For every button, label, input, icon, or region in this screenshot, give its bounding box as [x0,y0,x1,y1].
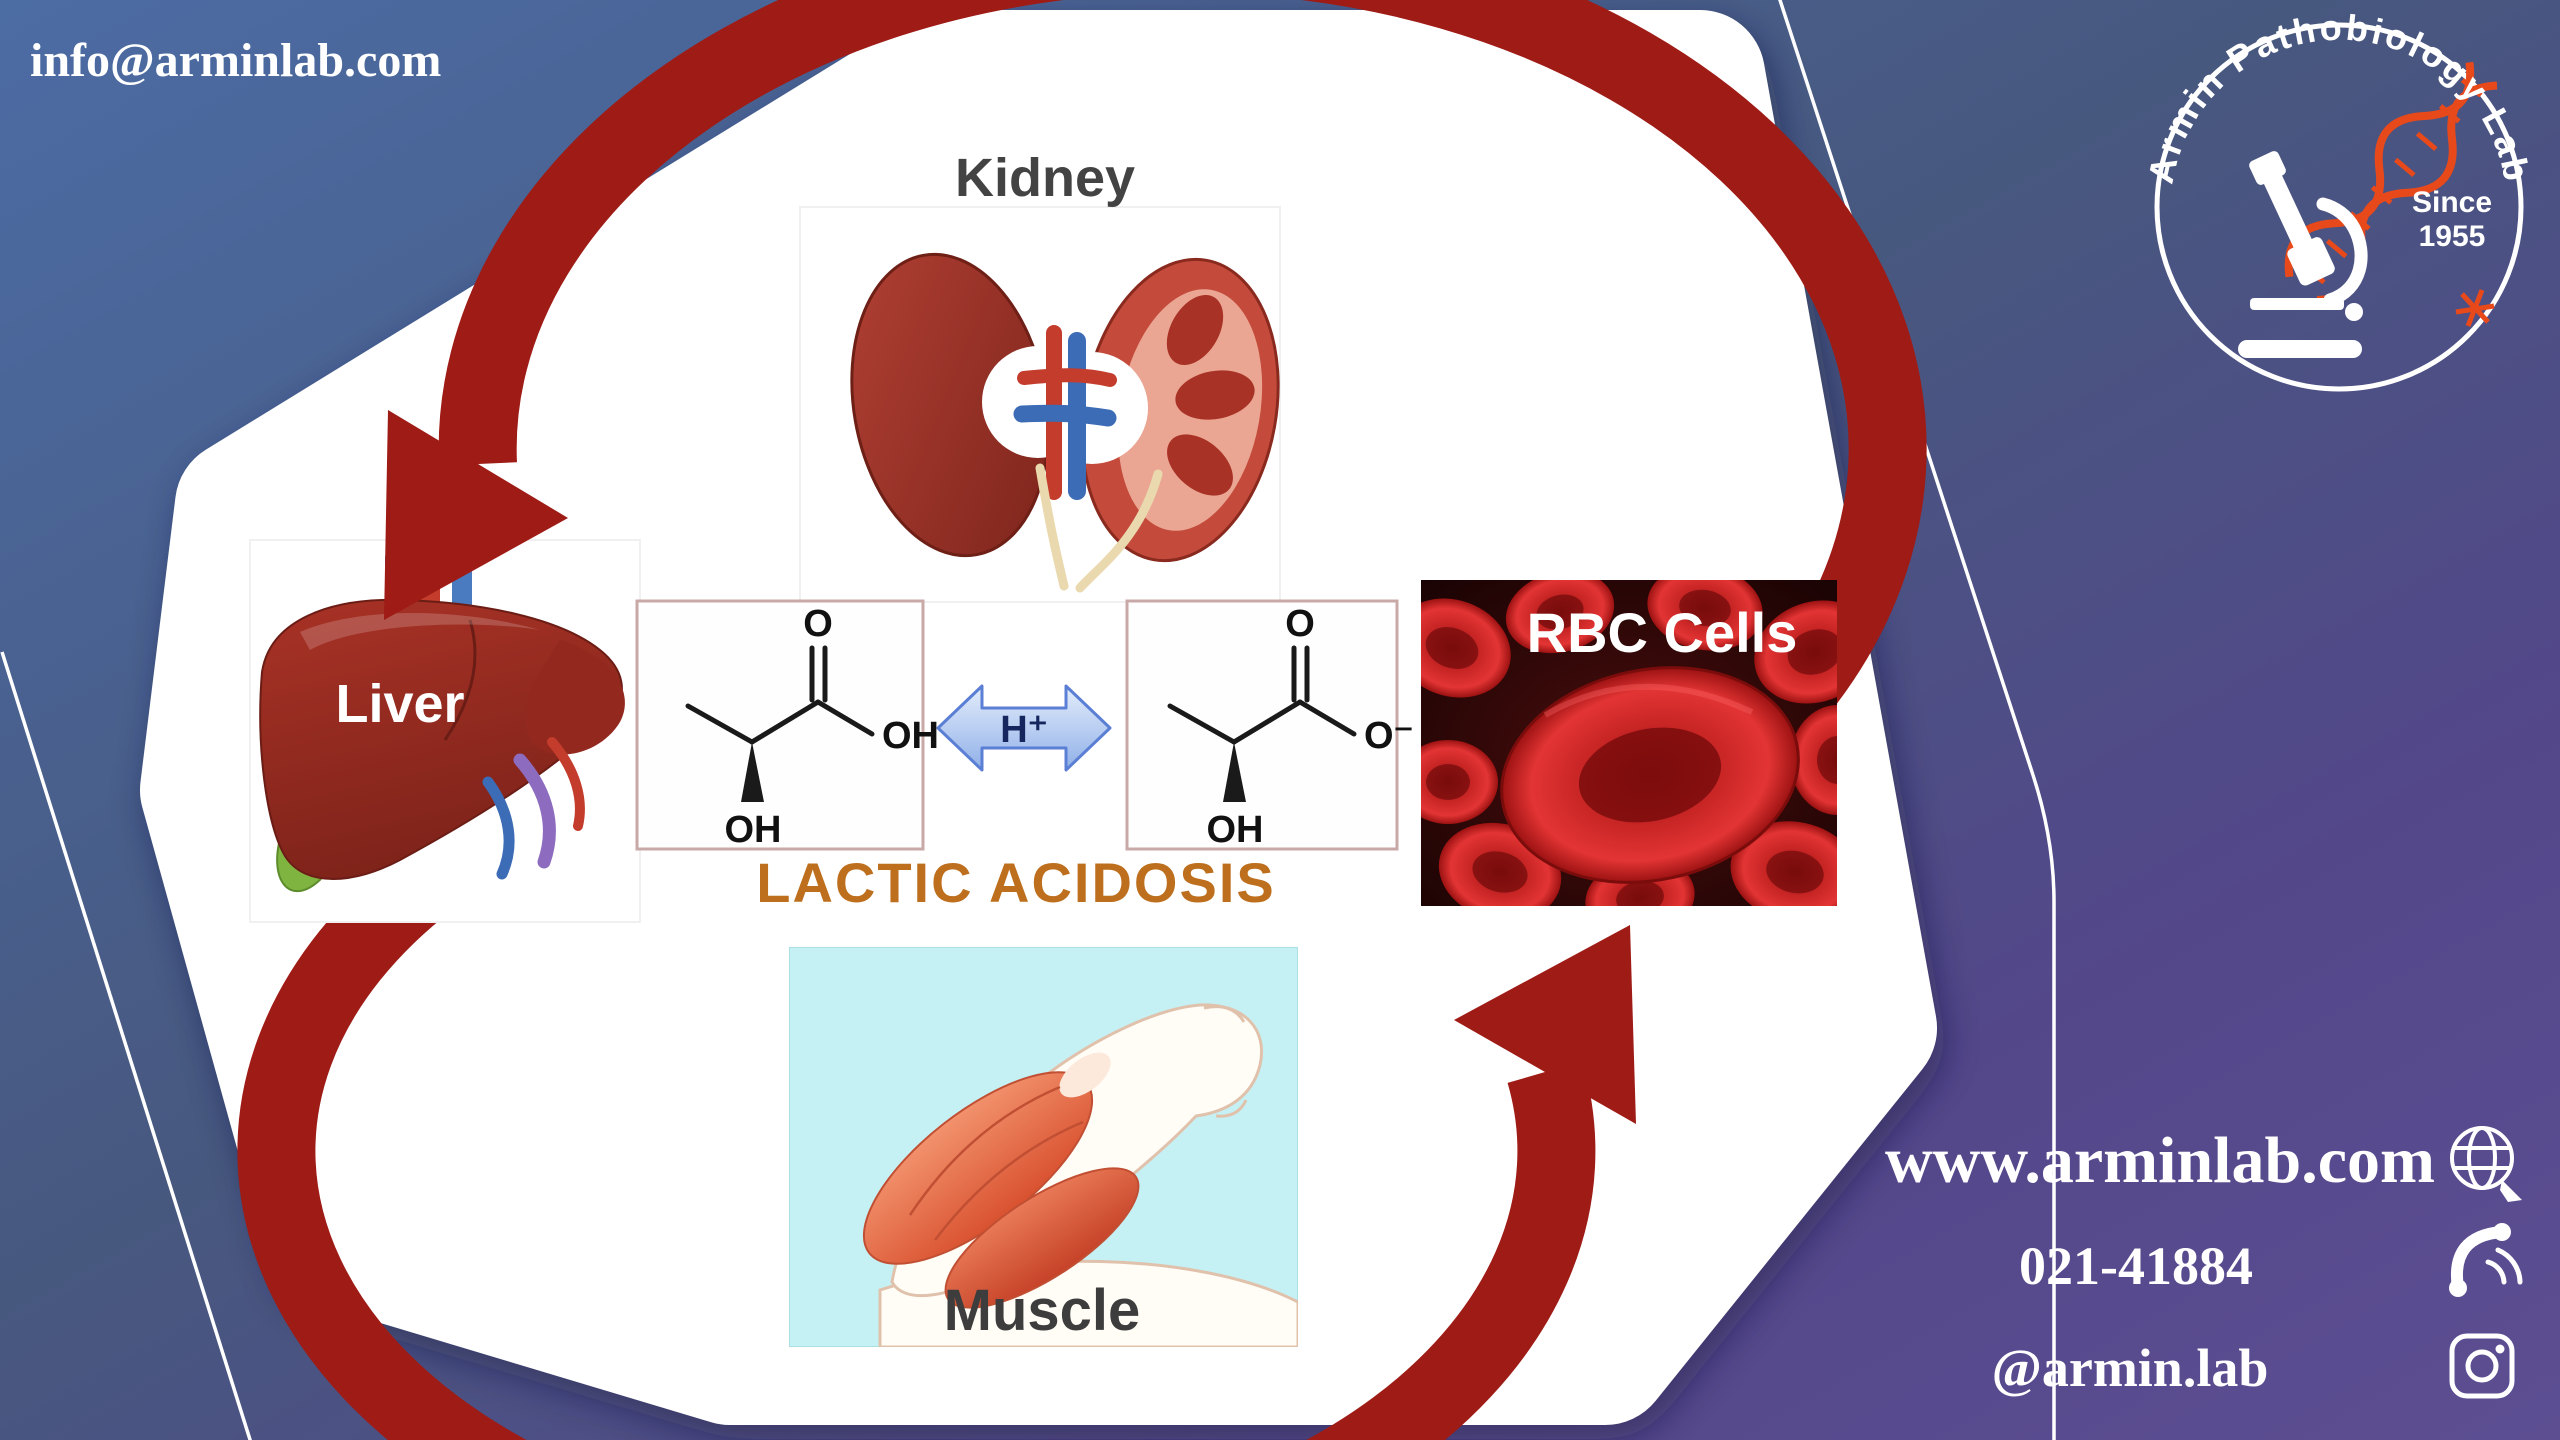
hplus-arrow: H⁺ [936,684,1112,772]
muscle-label: Muscle [944,1278,1141,1343]
liver-illustration: Liver [249,539,641,923]
cycle-arc-top [438,0,1927,726]
globe-icon [2450,1126,2522,1202]
lactic-acid-o-top: O [803,603,833,645]
logo-ring [2154,22,2524,392]
decor-line-left [0,651,252,1440]
rbc-cells [1421,580,1837,906]
microscope-icon [2238,151,2368,358]
sparkle-icon [2455,289,2495,327]
email-text: info@arminlab.com [30,34,441,87]
phone-icon [2449,1223,2523,1297]
kidney-illustration [799,206,1281,603]
cycle-arc-bottom [237,847,1596,1440]
lactate-oh-bottom: OH [1207,809,1264,851]
liver-label: Liver [335,674,464,734]
cycle-arrowhead-right [1454,925,1636,1124]
muscle-illustration [789,947,1298,1347]
molecule-lactate: O O⁻ OH [1125,599,1414,851]
lactate-o-top: O [1285,603,1315,645]
instagram-text: @armin.lab [1992,1338,2269,1398]
contact-block: www.arminlab.com 021-41884 @armin.lab [1885,1124,2523,1399]
instagram-icon [2449,1333,2515,1399]
website-text: www.arminlab.com [1885,1124,2435,1197]
cycle-arrowhead-left [384,410,568,620]
diagram-title: LACTIC ACIDOSIS [756,851,1275,914]
cycle-arrows [237,0,1927,1440]
decor-line-right [1778,0,2056,1440]
rbc-image: RBC Cells [1421,580,1837,906]
molecule-lactic-acid: O OH OH [635,599,939,851]
rbc-label: RBC Cells [1527,601,1798,664]
lactic-acid-oh-bottom: OH [725,809,782,851]
phone-text: 021-41884 [2019,1236,2253,1296]
lactic-acid-oh-right: OH [882,715,939,757]
hplus-label: H⁺ [1000,709,1048,751]
kidney-label: Kidney [955,148,1135,208]
logo-year: 1955 [2419,220,2486,253]
logo-since: Since [2412,186,2492,219]
lactate-o-minus: O⁻ [1364,715,1414,757]
